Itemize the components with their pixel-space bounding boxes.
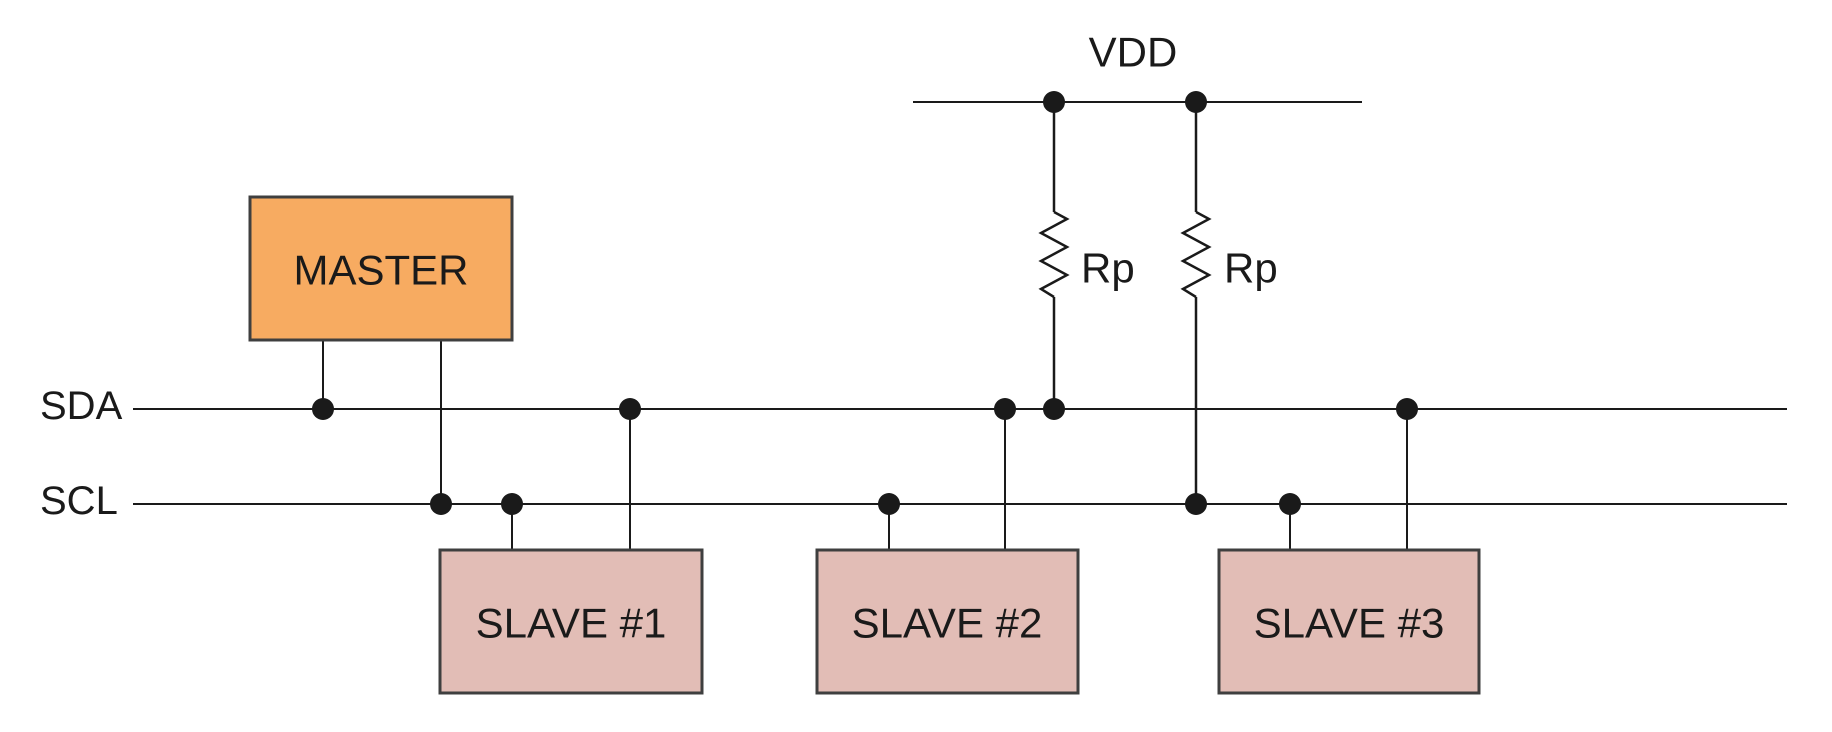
pullup-resistor-1 [1038,102,1070,409]
junction-dot-scl-slave3 [1279,493,1301,515]
junction-dot-sda-rp1 [1043,398,1065,420]
junction-dot-scl-rp2 [1185,493,1207,515]
rp-label-1: Rp [1081,245,1135,292]
junction-dot-sda-slave2 [994,398,1016,420]
sda-label: SDA [40,384,123,428]
master-box [248,195,514,342]
vdd-label: VDD [1089,29,1178,76]
scl-label: SCL [40,479,118,523]
junction-dots [312,91,1418,515]
slave-3-label: SLAVE #3 [1254,600,1445,647]
junction-dot-vdd-rp2 [1185,91,1207,113]
junction-dot-scl-slave1 [501,493,523,515]
junction-dot-sda-slave3 [1396,398,1418,420]
slave-1-box [438,548,704,695]
connection-wires [322,340,1408,550]
junction-dot-sda-master [312,398,334,420]
pullup-resistor-2 [1180,102,1212,504]
junction-dot-sda-slave1 [619,398,641,420]
slave-3-box [1217,548,1481,695]
bus-lines [133,101,1787,505]
junction-dot-scl-master [430,493,452,515]
master-label: MASTER [293,247,468,294]
device-boxes [248,195,1481,695]
rp-label-2: Rp [1224,245,1278,292]
junction-dot-scl-slave2 [878,493,900,515]
resistor-1-zigzag [1038,210,1070,299]
slave-1-label: SLAVE #1 [476,600,667,647]
resistor-2-zigzag [1180,210,1212,299]
junction-dot-vdd-rp1 [1043,91,1065,113]
slave-2-label: SLAVE #2 [852,600,1043,647]
slave-2-box [815,548,1080,695]
